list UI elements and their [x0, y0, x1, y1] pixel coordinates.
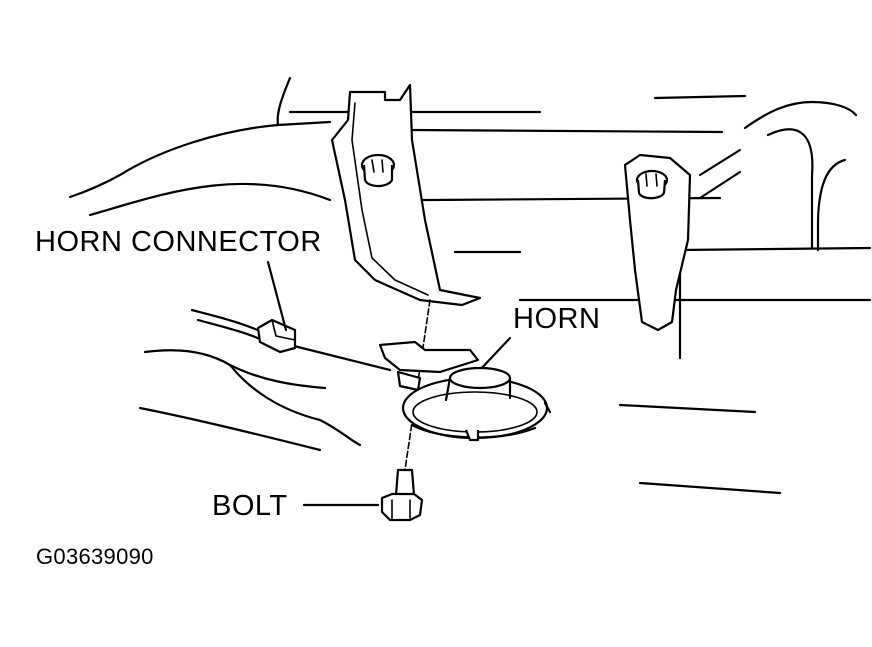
bolt-part	[380, 468, 424, 522]
figure-id: G03639090	[36, 544, 154, 569]
vehicle-body-outline	[68, 76, 872, 360]
background-dashes	[618, 403, 782, 495]
horn-connector-label: HORN CONNECTOR	[35, 226, 322, 258]
leader-lines	[266, 260, 512, 507]
bolt-label: BOLT	[212, 490, 288, 522]
right-mounting-bracket	[623, 153, 692, 332]
horn-wiring	[138, 308, 392, 452]
horn-label: HORN	[513, 303, 601, 335]
horn-part	[378, 340, 552, 442]
horn-connector-part	[256, 318, 297, 354]
left-mounting-bracket	[330, 83, 482, 307]
